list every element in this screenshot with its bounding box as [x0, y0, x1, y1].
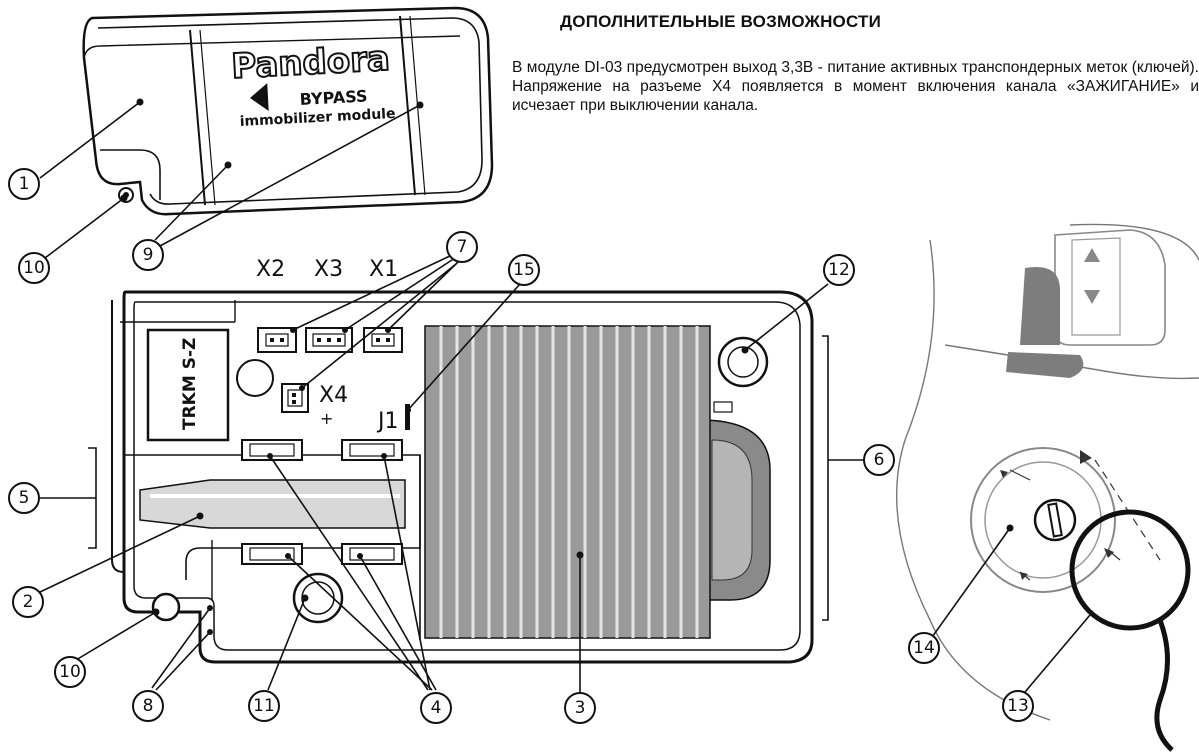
svg-text:10: 10	[23, 258, 45, 278]
svg-text:15: 15	[513, 260, 535, 280]
svg-text:10: 10	[59, 662, 81, 682]
svg-text:6: 6	[874, 450, 885, 470]
callout-2: 2	[12, 586, 44, 618]
board-hole-left	[151, 592, 181, 622]
callout-11: 11	[248, 690, 280, 722]
connector-4-lower-left	[241, 543, 303, 565]
chip-label: TRKM S-Z	[180, 338, 200, 430]
svg-text:13: 13	[1007, 696, 1029, 716]
logo-brand: Pandora	[230, 39, 390, 87]
label-x4: X4	[319, 383, 348, 408]
connector-x2	[257, 327, 297, 353]
svg-text:9: 9	[143, 245, 154, 265]
label-x1: X1	[369, 257, 398, 282]
section-heading: ДОПОЛНИТЕЛЬНЫЕ ВОЗМОЖНОСТИ	[560, 12, 882, 31]
jumper-j1	[405, 404, 410, 430]
dimension-bracket-5	[38, 447, 97, 549]
label-j1: J1	[376, 409, 399, 434]
module-housing-3d: Pandora BYPASS immobilizer module	[82, 6, 494, 216]
svg-text:11: 11	[253, 696, 275, 716]
callout-9: 9	[132, 239, 164, 271]
callout-13: 13	[1002, 690, 1034, 722]
label-x4-plus: +	[320, 409, 333, 428]
svg-text:1: 1	[19, 174, 30, 194]
connector-4-upper-left	[241, 439, 303, 461]
connector-4-upper-right	[341, 439, 403, 461]
leader-lines	[39, 98, 1091, 693]
callout-4: 4	[420, 692, 452, 724]
callout-5: 5	[8, 482, 40, 514]
ignition-illustration	[896, 223, 1199, 752]
svg-text:8: 8	[143, 696, 154, 716]
callout-3: 3	[564, 692, 596, 724]
svg-text:5: 5	[19, 488, 30, 508]
description-text: В модуле DI-03 предусмотрен выход 3,3В -…	[512, 59, 1199, 114]
dimension-bracket-6	[822, 335, 864, 621]
callout-6: 6	[863, 444, 895, 476]
callout-10-bottom: 10	[54, 656, 86, 688]
key-slot	[139, 479, 406, 529]
connector-4-lower-right	[341, 543, 403, 565]
svg-text:3: 3	[575, 698, 586, 718]
callout-15: 15	[508, 254, 540, 286]
trkm-chip: TRKM S-Z	[146, 328, 230, 442]
svg-text:12: 12	[828, 260, 850, 280]
connector-x1	[363, 327, 403, 353]
label-x3: X3	[314, 257, 343, 282]
callout-12: 12	[823, 254, 855, 286]
svg-text:4: 4	[431, 698, 442, 718]
connector-x3	[305, 327, 353, 353]
logo-bypass: BYPASS	[299, 86, 368, 109]
ribbed-radiator	[424, 325, 711, 639]
callout-14: 14	[908, 632, 940, 664]
callout-8: 8	[132, 690, 164, 722]
svg-text:7: 7	[457, 237, 468, 257]
callout-7: 7	[446, 231, 478, 263]
svg-text:2: 2	[23, 592, 34, 612]
board-hole-top	[236, 359, 274, 397]
callout-1: 1	[8, 168, 40, 200]
svg-text:14: 14	[913, 638, 935, 658]
callout-10-top: 10	[18, 252, 50, 284]
label-x2: X2	[256, 257, 285, 282]
